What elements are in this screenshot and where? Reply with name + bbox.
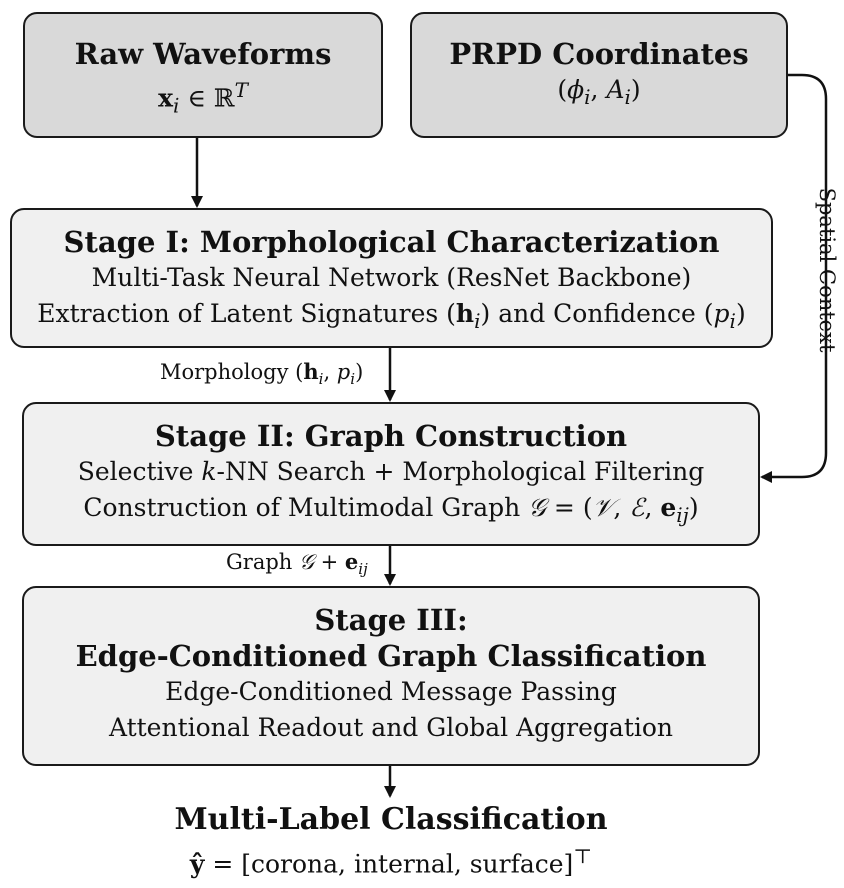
stage3-line2: Attentional Readout and Global Aggregati… — [108, 713, 674, 742]
stage3-title-line1: Stage III: — [314, 603, 468, 637]
arrow-prpd-to-stage2 — [760, 73, 828, 483]
stage1-node: Stage I: Morphological Characterization … — [10, 208, 773, 348]
raw-waveforms-title: Raw Waveforms — [74, 37, 332, 71]
output-title: Multi-Label Classification — [174, 802, 608, 837]
edge-label-morphology: Morphology (hi, pi) — [160, 359, 364, 389]
raw-waveforms-node: Raw Waveforms xi ∈ ℝT — [23, 12, 383, 138]
stage3-title-line2: Edge-Conditioned Graph Classification — [75, 639, 707, 673]
stage1-line2: Extraction of Latent Signatures (hi) and… — [37, 299, 746, 333]
output-node: Multi-Label Classification ŷ = [corona, … — [0, 802, 782, 882]
prpd-coordinates-formula: (ϕi, Ai) — [557, 75, 641, 109]
stage3-node: Stage III: Edge-Conditioned Graph Classi… — [22, 586, 760, 766]
stage3-line1: Edge-Conditioned Message Passing — [165, 677, 617, 706]
prpd-coordinates-node: PRPD Coordinates (ϕi, Ai) — [410, 12, 788, 138]
stage2-node: Stage II: Graph Construction Selective k… — [22, 402, 760, 546]
stage2-title: Stage II: Graph Construction — [154, 419, 628, 453]
stage1-line1: Multi-Task Neural Network (ResNet Backbo… — [91, 263, 692, 292]
edge-label-graph: Graph 𝒢 + eij — [226, 549, 368, 579]
edge-label-spatial-context: Spatial Context — [815, 187, 839, 353]
stage1-title: Stage I: Morphological Characterization — [63, 225, 720, 259]
stage2-line1: Selective k-NN Search + Morphological Fi… — [77, 457, 705, 486]
stage2-line2: Construction of Multimodal Graph 𝒢 = (𝒱,… — [83, 493, 699, 527]
prpd-coordinates-title: PRPD Coordinates — [449, 37, 749, 71]
output-formula: ŷ = [corona, internal, surface]⊤ — [189, 844, 593, 879]
raw-waveforms-formula: xi ∈ ℝT — [158, 78, 248, 118]
